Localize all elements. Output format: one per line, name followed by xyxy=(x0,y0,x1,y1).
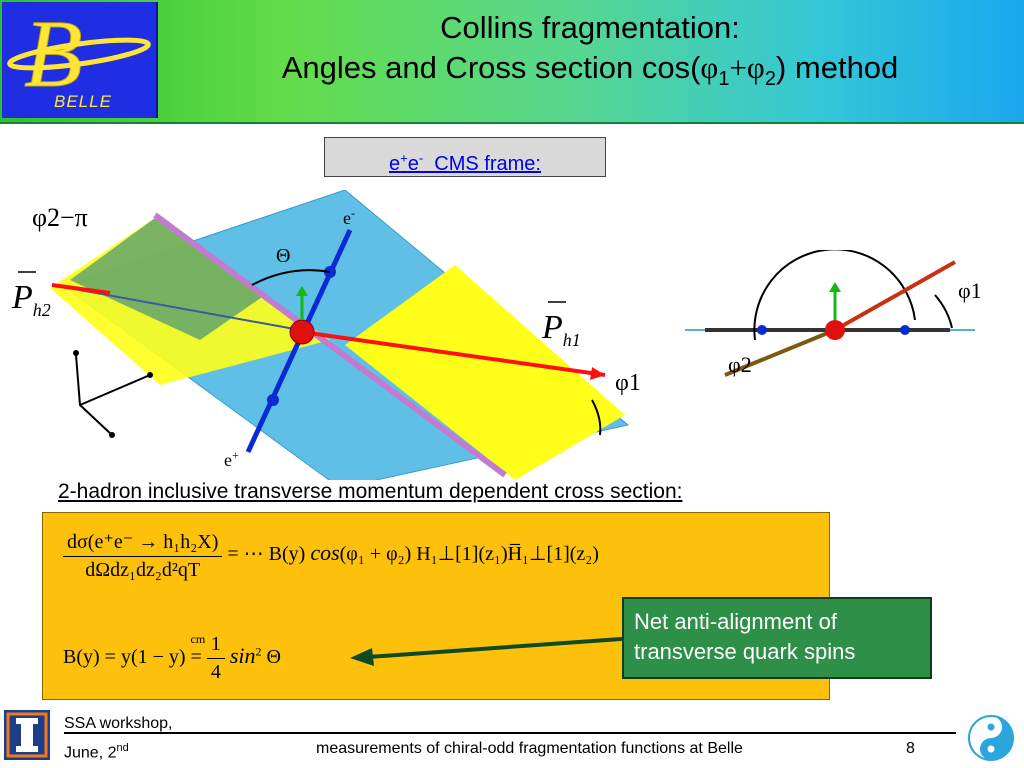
title-line2: Angles and Cross section cos(φ1+φ2) meth… xyxy=(281,50,899,91)
cross-section-caption: 2-hadron inclusive transverse momentum d… xyxy=(58,480,683,503)
belle-logo: B BELLE xyxy=(2,0,158,118)
ph1-label: Ph1 xyxy=(541,309,581,350)
thrust-axis xyxy=(153,212,507,478)
e-plus-label: e+ xyxy=(224,448,239,470)
footer-workshop: SSA workshop, June, 2nd xyxy=(64,715,173,762)
collins-angle-diagram: φ2−π e- e+ Θ Ph2 Ph1 φ1 xyxy=(11,190,641,480)
pointer-arrow xyxy=(350,636,636,666)
beam-marker xyxy=(267,394,279,406)
e-minus-label: e- xyxy=(343,206,355,228)
theta-arc xyxy=(251,269,331,286)
axis-frame xyxy=(75,354,113,436)
logo-text: BELLE xyxy=(54,92,112,111)
yinyang-logo-icon xyxy=(968,715,1014,761)
belle-b-icon: B xyxy=(7,0,151,108)
interaction-point xyxy=(825,320,845,340)
ph2-label: Ph2 xyxy=(11,279,51,320)
hadron2-projection xyxy=(724,328,836,377)
slide-header: B BELLE Collins fragmentation: Angles an… xyxy=(0,0,1024,124)
small-phi2-label: φ2 xyxy=(728,352,752,377)
cms-frame-link[interactable]: e+e- CMS frame: xyxy=(389,150,541,175)
small-phi1-label: φ1 xyxy=(958,278,980,303)
beam-marker xyxy=(900,325,910,335)
beam-marker xyxy=(757,325,767,335)
projection-diagram: φ1 φ2 xyxy=(685,250,980,377)
interaction-point xyxy=(289,319,315,345)
title-line1: Collins fragmentation: xyxy=(440,10,740,45)
net-anti-alignment-box: Net anti-alignment of transverse quark s… xyxy=(622,597,932,679)
cross-section-formula: dσ(e⁺e⁻ → h₁h₂X) dΩdz₁dz₂d²qT = ⋯ B(y) c… xyxy=(63,529,599,582)
phi1-arc xyxy=(591,399,602,436)
footer-title: measurements of chiral-odd fragmentation… xyxy=(316,740,743,757)
page-title: Collins fragmentation: Angles and Cross … xyxy=(160,8,1020,99)
phi2-minus-pi-label: φ2−π xyxy=(32,203,88,232)
ph1-vector xyxy=(301,330,606,377)
hadron1-projection xyxy=(834,260,956,332)
phi1-label: φ1 xyxy=(615,370,641,396)
b-function-formula: B(y) = y(1 − y) cm= 1 4 sin2 Θ xyxy=(63,632,281,683)
footer-divider xyxy=(64,732,956,734)
formula-denominator: dΩdz₁dz₂d²qT xyxy=(85,559,201,581)
phi1-arc xyxy=(934,294,953,329)
illinois-logo-icon xyxy=(4,710,50,760)
shadow-plane xyxy=(70,218,265,340)
logo-letter: B xyxy=(24,2,83,107)
page-number: 8 xyxy=(906,740,915,757)
hadron1-plane xyxy=(345,265,625,480)
phi2-arc xyxy=(753,250,916,341)
formula-numerator: dσ(e⁺e⁻ → h₁h₂X) xyxy=(63,529,223,557)
theta-label: Θ xyxy=(276,245,290,267)
cms-frame-box: e+e- CMS frame: xyxy=(324,137,606,177)
